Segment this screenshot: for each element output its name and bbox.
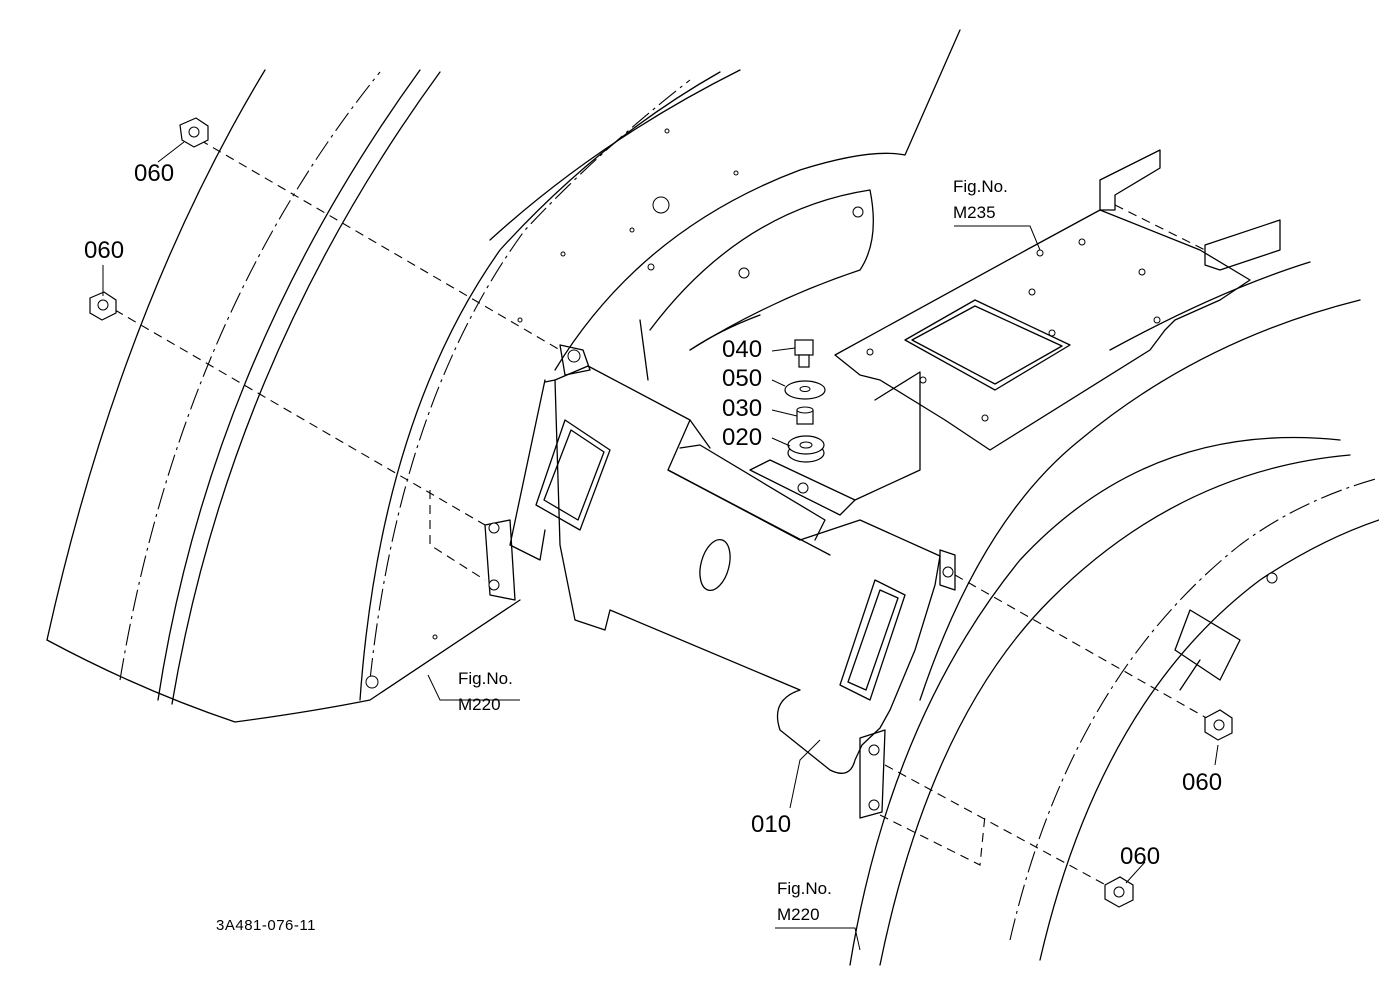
collar-030 [796, 406, 814, 425]
callout-collar: 030 [722, 395, 762, 422]
callout-nut-right-upper: 060 [1182, 769, 1222, 796]
nut-right-lower [1104, 876, 1134, 908]
ref-top-right-line1: Fig.No. [953, 177, 1008, 196]
callout-cushion: 020 [722, 424, 762, 451]
ref-bottom-left-line2: M220 [458, 695, 501, 714]
callout-washer: 050 [722, 365, 762, 392]
callout-bracket: 010 [751, 811, 791, 838]
nut-left [89, 291, 117, 321]
plate-m235 [834, 149, 1281, 501]
ref-bottom-left-line1: Fig.No. [458, 669, 513, 688]
ref-bottom-right-line2: M220 [777, 905, 820, 924]
nut-top-left [179, 117, 209, 148]
nut-right-upper [1204, 709, 1233, 741]
right-fender [517, 29, 1379, 966]
bracket-010 [484, 344, 956, 819]
callout-bolt: 040 [722, 336, 762, 363]
washer-050 [784, 380, 826, 400]
callout-nut-top-left: 060 [134, 160, 174, 187]
left-fender [46, 69, 741, 723]
leader-lines [102, 141, 1219, 951]
callout-nut-right-lower: 060 [1120, 843, 1160, 870]
callout-nut-left: 060 [84, 237, 124, 264]
assembly-lines [114, 139, 1211, 891]
drawing-number: 3A481-076-11 [216, 917, 316, 934]
bolt-040 [794, 339, 814, 368]
cushion-020 [787, 435, 825, 463]
ref-top-right-line2: M235 [953, 203, 996, 222]
ref-bottom-right-line1: Fig.No. [777, 879, 832, 898]
